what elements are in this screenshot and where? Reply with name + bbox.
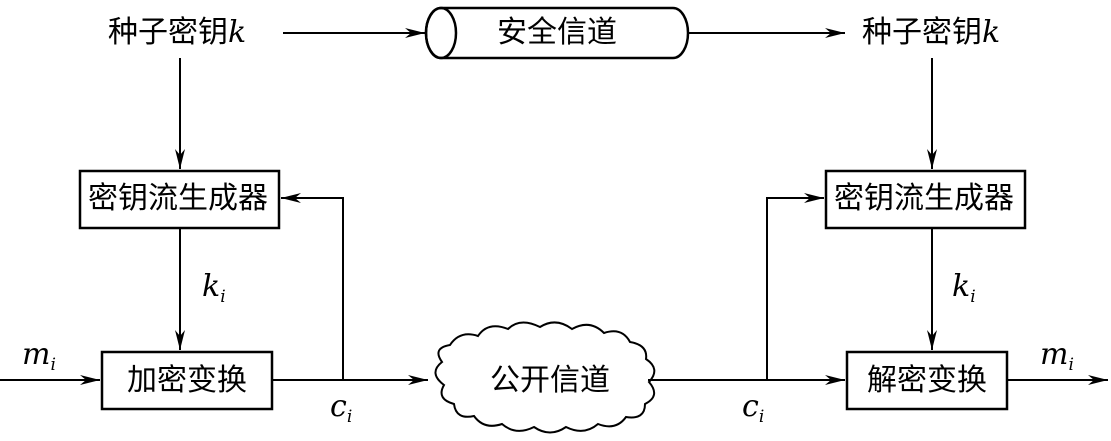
mi-output-main: m bbox=[1040, 337, 1069, 372]
mi-input-main: m bbox=[22, 337, 51, 372]
keystream-gen-left-label: 密钥流生成器 bbox=[88, 181, 268, 216]
ci-right-sub: i bbox=[758, 406, 765, 427]
keystream-gen-right-label: 密钥流生成器 bbox=[834, 181, 1014, 216]
seed-key-right-label: 种子密钥k bbox=[862, 18, 1000, 48]
ci-left-sub: i bbox=[346, 406, 353, 427]
keystream-gen-right-box bbox=[824, 169, 1027, 230]
seed-key-left-label: 种子密钥k bbox=[108, 18, 246, 48]
seed-key-right-text: 种子密钥 bbox=[862, 15, 982, 50]
mi-input-sub: i bbox=[50, 354, 56, 375]
seed-key-left-text: 种子密钥 bbox=[108, 15, 228, 50]
arrow-feedback-right bbox=[766, 193, 824, 380]
ci-right-main: c bbox=[742, 389, 759, 424]
ki-left-sub: i bbox=[220, 286, 226, 307]
ci-left-label: ci bbox=[330, 392, 352, 426]
decrypt-label: 解密变换 bbox=[867, 363, 987, 398]
public-channel-cloud bbox=[434, 321, 656, 434]
mi-input-label: mi bbox=[22, 340, 56, 374]
ki-right-main: k bbox=[952, 269, 971, 304]
ci-left-main: c bbox=[330, 389, 347, 424]
ki-left-main: k bbox=[202, 269, 221, 304]
secure-channel-label: 安全信道 bbox=[497, 15, 617, 50]
mi-output-sub: i bbox=[1068, 354, 1074, 375]
mi-output-label: mi bbox=[1040, 340, 1074, 374]
ki-right-sub: i bbox=[970, 286, 976, 307]
seed-key-left-var: k bbox=[228, 15, 247, 50]
encrypt-label: 加密变换 bbox=[127, 363, 247, 398]
secure-channel-cylinder bbox=[424, 6, 690, 60]
arrow-feedback-left bbox=[281, 193, 344, 380]
public-channel-label: 公开信道 bbox=[490, 363, 610, 398]
seed-key-right-var: k bbox=[982, 15, 1001, 50]
ci-right-label: ci bbox=[742, 392, 764, 426]
ki-left-label: ki bbox=[202, 272, 226, 306]
ki-right-label: ki bbox=[952, 272, 976, 306]
